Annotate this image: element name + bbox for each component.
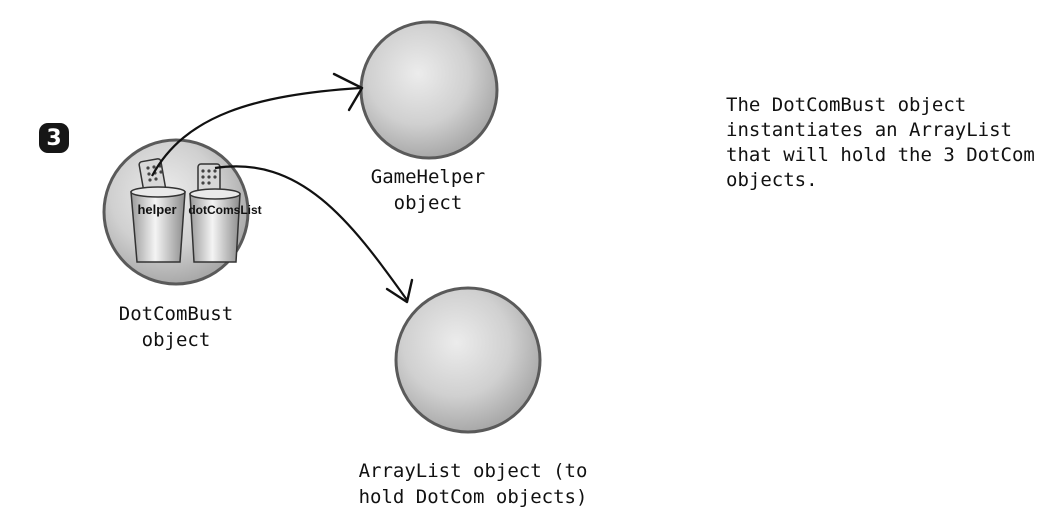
helper-arrowhead — [332, 72, 364, 112]
step-number-badge: 3 — [39, 123, 69, 153]
dotcomslist-variable-label: dotComsList — [188, 203, 261, 217]
helper-variable-label: helper — [137, 202, 176, 217]
arraylist-object-label: ArrayList object (to hold DotCom objects… — [358, 460, 588, 508]
dotcomslist-reference-cup — [189, 163, 241, 263]
dotcombust-object-label: DotComBust object — [118, 303, 234, 351]
dotcomslist-reference-arrow — [214, 165, 408, 301]
arraylist-object-sphere — [394, 286, 542, 434]
gamehelper-object-sphere — [359, 20, 499, 160]
gamehelper-object-label: GameHelper object — [370, 166, 486, 214]
helper-reference-cup — [130, 158, 186, 263]
helper-reference-arrow — [151, 86, 361, 177]
dotcomslist-arrowhead — [385, 278, 414, 304]
step-description: The DotComBust object instantiates an Ar… — [726, 94, 1035, 191]
